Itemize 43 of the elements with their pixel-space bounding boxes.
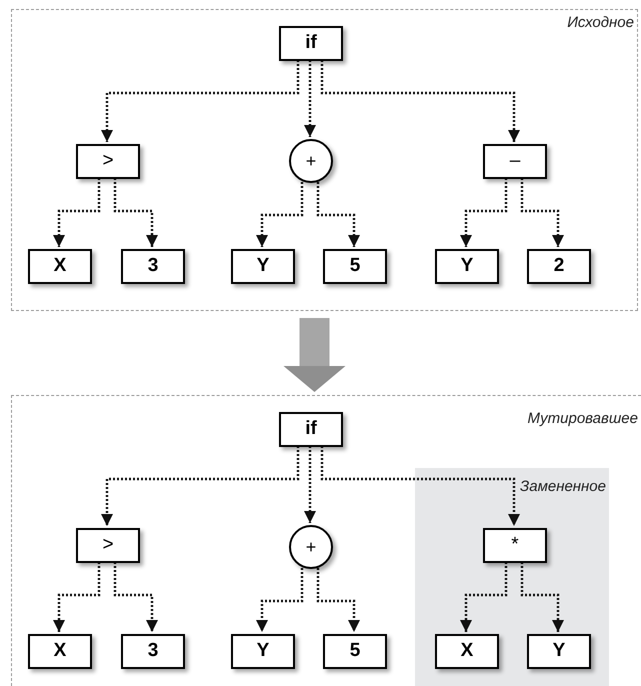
dotted-arrow bbox=[256, 568, 304, 632]
value-box: Y bbox=[527, 634, 591, 669]
operator-box: > bbox=[76, 144, 140, 179]
dashed-panel bbox=[11, 395, 641, 686]
value-box: X bbox=[435, 634, 499, 669]
dotted-arrow bbox=[320, 60, 520, 142]
dotted-arrow bbox=[520, 178, 564, 247]
dotted-arrow bbox=[304, 446, 316, 523]
dotted-arrow bbox=[256, 182, 304, 247]
operator-box: * bbox=[483, 528, 547, 563]
big-arrow bbox=[284, 318, 346, 392]
value-box: X bbox=[28, 249, 92, 284]
dashed-panel bbox=[11, 9, 638, 311]
dotted-arrow bbox=[460, 562, 508, 632]
panel-title: Замененное bbox=[520, 477, 606, 497]
dotted-arrow bbox=[304, 60, 316, 137]
dotted-arrow bbox=[53, 562, 100, 632]
operator-box: > bbox=[76, 528, 140, 563]
dotted-arrow bbox=[460, 178, 508, 247]
value-box: 3 bbox=[121, 634, 185, 669]
dotted-arrow bbox=[101, 60, 300, 142]
highlighted-region bbox=[415, 468, 609, 686]
value-box: Y bbox=[231, 249, 295, 284]
value-box: 2 bbox=[527, 249, 591, 284]
value-box: 5 bbox=[323, 249, 387, 284]
dotted-arrow bbox=[520, 562, 564, 632]
dotted-arrow bbox=[316, 182, 360, 247]
value-box: 5 bbox=[323, 634, 387, 669]
operator-box: – bbox=[483, 144, 547, 179]
dotted-arrow bbox=[316, 568, 360, 632]
value-box: Y bbox=[435, 249, 499, 284]
dotted-arrow bbox=[114, 178, 158, 247]
dotted-arrow bbox=[320, 446, 520, 526]
panel-title: Исходное bbox=[567, 13, 634, 33]
panel-title: Мутировавшее bbox=[528, 409, 638, 429]
value-box: 3 bbox=[121, 249, 185, 284]
value-box: Y bbox=[231, 634, 295, 669]
dotted-arrow bbox=[53, 178, 100, 247]
dotted-arrow bbox=[101, 446, 300, 526]
value-box: X bbox=[28, 634, 92, 669]
value-box: if bbox=[279, 26, 343, 61]
value-box: if bbox=[279, 412, 343, 447]
dotted-arrow bbox=[114, 562, 158, 632]
